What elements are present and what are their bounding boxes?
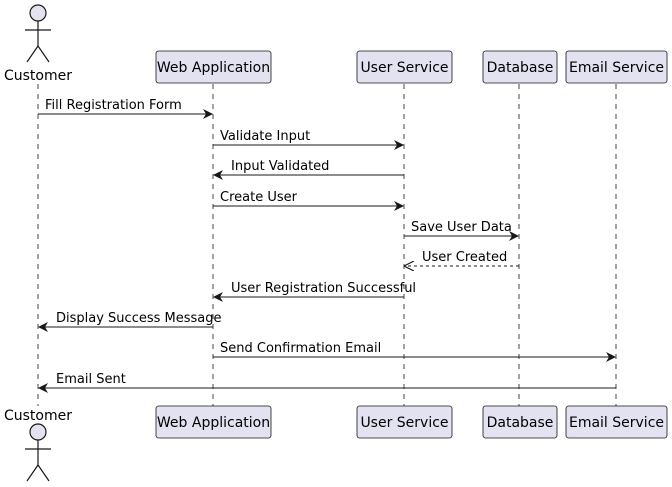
message-7: User Registration Successful xyxy=(213,281,416,302)
participant-box-usersvc: User Service xyxy=(356,50,453,84)
message-label: Save User Data xyxy=(411,220,512,235)
participant-label: Email Service xyxy=(569,415,664,431)
actor-icon-bottom xyxy=(25,423,51,482)
message-label: Email Sent xyxy=(56,372,126,387)
participant-label-bottom: Customer xyxy=(4,408,72,424)
message-2: Validate Input xyxy=(213,129,404,150)
message-9: Send Confirmation Email xyxy=(213,341,616,362)
message-label: User Registration Successful xyxy=(231,281,416,296)
message-label: Send Confirmation Email xyxy=(220,341,381,356)
participant-label: Web Application xyxy=(157,415,270,431)
message-label: Input Validated xyxy=(231,159,329,174)
participant-label: Database xyxy=(487,415,554,431)
message-6: User Created xyxy=(405,250,519,266)
message-3: Input Validated xyxy=(213,159,404,180)
participant-box-db: Database xyxy=(482,405,558,439)
participant-box-db: Database xyxy=(482,50,558,84)
participant-label: Email Service xyxy=(569,60,664,76)
participant-label-top: Customer xyxy=(4,68,72,84)
participant-label: Database xyxy=(487,60,554,76)
participant-label: Web Application xyxy=(157,60,270,76)
message-label: Create User xyxy=(220,190,298,205)
participant-box-webapp: Web Application xyxy=(155,405,272,439)
lifelines xyxy=(37,84,617,406)
message-5: Save User Data xyxy=(404,220,519,241)
message-4: Create User xyxy=(213,190,404,211)
actor-icon-top xyxy=(25,4,51,63)
participant-box-usersvc: User Service xyxy=(356,405,453,439)
participant-label: User Service xyxy=(360,415,448,431)
message-label: Validate Input xyxy=(220,129,310,144)
participant-box-email: Email Service xyxy=(565,50,668,84)
participant-label: User Service xyxy=(360,60,448,76)
message-label: Fill Registration Form xyxy=(45,98,182,113)
message-1: Fill Registration Form xyxy=(38,98,213,119)
participant-box-webapp: Web Application xyxy=(155,50,272,84)
message-10: Email Sent xyxy=(38,372,616,393)
message-label: Display Success Message xyxy=(56,311,222,326)
message-label: User Created xyxy=(422,250,507,265)
message-8: Display Success Message xyxy=(38,311,222,332)
participant-box-email: Email Service xyxy=(565,405,668,439)
